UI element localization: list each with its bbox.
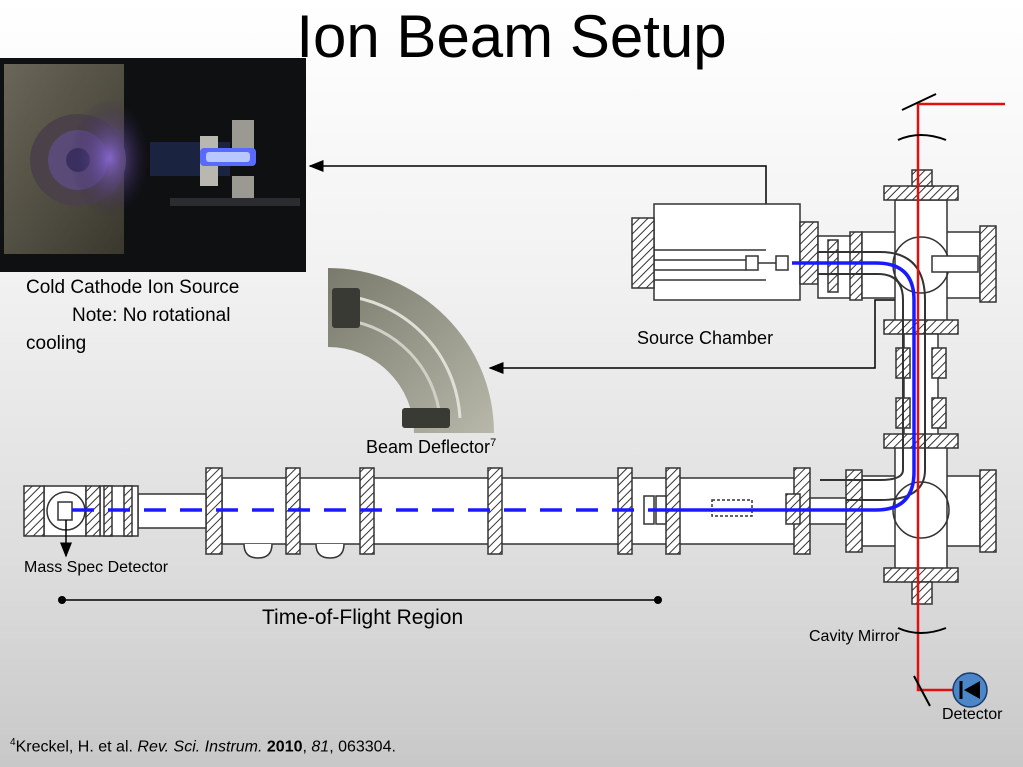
ion-source-photo — [0, 58, 306, 272]
ion-beam — [64, 261, 916, 512]
beam-deflector-pointer-arrow — [488, 299, 895, 374]
citation-sep: , — [302, 738, 312, 756]
source-flange — [817, 231, 863, 301]
source-chamber — [631, 203, 819, 301]
cavity-mirror-label: Cavity Mirror — [809, 628, 900, 645]
ion-source-title: Cold Cathode Ion Source — [26, 277, 240, 298]
tof-region-label: Time-of-Flight Region — [262, 606, 464, 629]
deflector-guide — [818, 251, 926, 501]
citation-volume: 81 — [311, 738, 330, 756]
source-chamber-label: Source Chamber — [637, 328, 774, 348]
lower-cross — [845, 433, 997, 605]
citation-authors: Kreckel, H. et al. — [15, 738, 138, 756]
tof-tube — [205, 467, 847, 559]
detector-label: Detector — [942, 706, 1003, 723]
citation: 4Kreckel, H. et al. Rev. Sci. Instrum. 2… — [10, 737, 396, 756]
beam-deflector-photo — [328, 268, 494, 433]
tof-region-indicator — [58, 596, 662, 604]
cavity-mirrors — [897, 93, 947, 707]
citation-ref: 4 — [10, 737, 16, 748]
ion-source-note: Note: No rotational — [72, 305, 231, 326]
detector-icon — [952, 672, 988, 708]
citation-year: 2010 — [266, 738, 303, 756]
beam-deflector-ref: 7 — [490, 437, 497, 449]
beam-deflector-label: Beam Deflector7 — [366, 437, 496, 458]
citation-pages: , 063304. — [329, 738, 396, 756]
beam-deflector-text: Beam Deflector — [366, 437, 491, 457]
mass-spec-detector-label: Mass Spec Detector — [24, 559, 169, 576]
laser-path — [916, 102, 1005, 692]
ion-source-caption: Cold Cathode Ion Source Note: No rotatio… — [26, 274, 306, 358]
ion-source-note-cont: cooling — [26, 333, 87, 354]
citation-journal: Rev. Sci. Instrum. — [137, 738, 263, 756]
slide-title: Ion Beam Setup — [296, 3, 727, 70]
